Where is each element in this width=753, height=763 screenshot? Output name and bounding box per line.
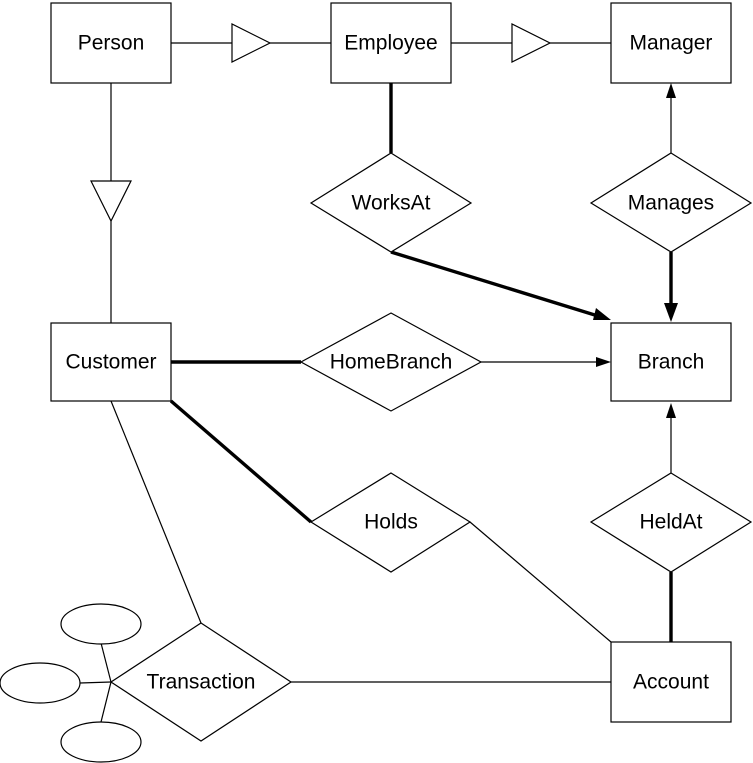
line-worksat-branch <box>390 250 599 318</box>
entity-employee[interactable]: Employee <box>330 2 452 84</box>
entity-person-label: Person <box>78 32 145 55</box>
arrow-homebranch-branch <box>596 357 611 367</box>
relationship-manages-label: Manages <box>628 192 714 215</box>
line-transaction-attr-bottom <box>100 681 112 723</box>
entity-account[interactable]: Account <box>610 641 732 723</box>
relationship-worksat-label: WorksAt <box>352 192 431 215</box>
entity-customer[interactable]: Customer <box>50 322 172 402</box>
arrow-manages-branch <box>664 303 678 322</box>
isa-triangle-person-customer <box>90 180 132 223</box>
arrow-manages-manager <box>666 83 676 98</box>
entity-branch-label: Branch <box>638 351 705 374</box>
line-transaction-attr-top <box>100 642 112 683</box>
transaction-attribute-1 <box>60 603 142 645</box>
isa-triangle-person-employee <box>231 23 272 63</box>
entity-account-label: Account <box>633 671 709 694</box>
transaction-attribute-2 <box>0 662 81 704</box>
entity-customer-label: Customer <box>65 351 156 374</box>
relationship-holds[interactable]: Holds <box>309 472 472 573</box>
relationship-homebranch[interactable]: HomeBranch <box>299 312 483 412</box>
entity-manager-label: Manager <box>630 32 713 55</box>
line-holds-account <box>469 521 612 643</box>
arrow-worksat-branch <box>593 308 611 320</box>
isa-triangle-employee-manager <box>511 23 552 63</box>
relationship-manages[interactable]: Manages <box>589 152 753 253</box>
relationship-heldat-label: HeldAt <box>639 511 702 534</box>
entity-branch[interactable]: Branch <box>610 322 732 402</box>
entity-person[interactable]: Person <box>50 2 172 84</box>
relationship-transaction[interactable]: Transaction <box>109 622 293 742</box>
entity-manager[interactable]: Manager <box>610 2 732 84</box>
relationship-homebranch-label: HomeBranch <box>330 351 453 374</box>
entity-employee-label: Employee <box>344 32 437 55</box>
arrow-heldat-branch <box>666 403 676 418</box>
relationship-heldat[interactable]: HeldAt <box>589 472 753 573</box>
relationship-holds-label: Holds <box>364 511 418 534</box>
line-transaction-attr-left <box>79 681 112 684</box>
relationship-transaction-label: Transaction <box>147 671 256 694</box>
relationship-worksat[interactable]: WorksAt <box>309 152 473 253</box>
transaction-attribute-3 <box>60 721 142 763</box>
line-customer-holds <box>169 399 313 524</box>
line-customer-transaction <box>110 400 202 624</box>
